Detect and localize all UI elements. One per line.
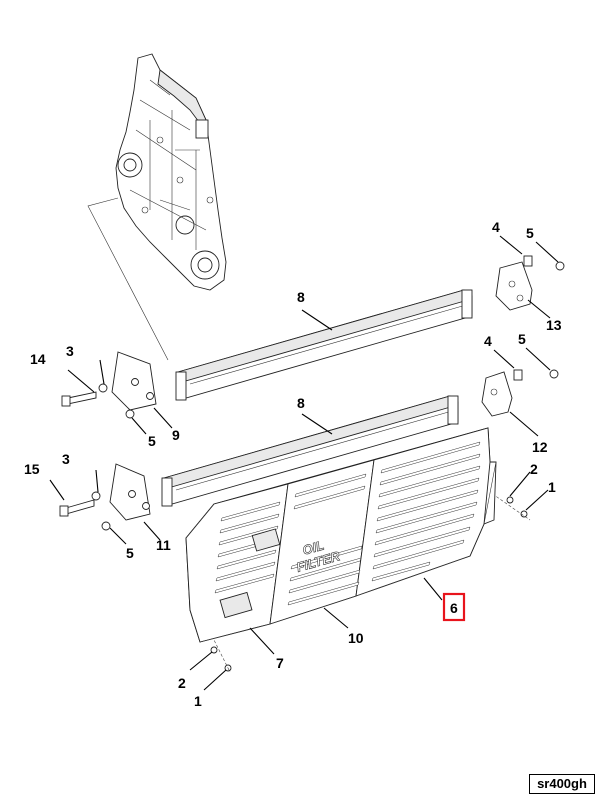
- callout-8-upper: 8: [297, 289, 305, 305]
- callout-1-lower: 1: [194, 693, 202, 709]
- fastener-centerline-right: [483, 487, 531, 521]
- callout-5-right-lower: 5: [518, 331, 526, 347]
- callout-3-lower: 3: [62, 451, 70, 467]
- callout-9: 9: [172, 427, 180, 443]
- callout-4-upper: 4: [492, 219, 500, 235]
- callout-1-right: 1: [548, 479, 556, 495]
- louvred-panel-assembly: OIL FILTER: [185, 427, 497, 643]
- callout-15: 15: [24, 461, 40, 477]
- fasteners: [59, 255, 565, 672]
- lower-mounting-rail: [161, 395, 459, 507]
- panel-right-section: [355, 427, 491, 597]
- callout-5-left-lower: 5: [126, 545, 134, 561]
- left-upper-bracket: [111, 351, 157, 411]
- louvre-slots: [214, 441, 481, 606]
- right-lower-bracket: [481, 371, 513, 417]
- right-upper-bracket: [495, 261, 533, 311]
- callout-labels: 8 8 14 3 5 9 15 3 5 11 4 5 13 4 5 12 2 1…: [24, 219, 562, 709]
- callout-2-lower: 2: [178, 675, 186, 691]
- callout-10: 10: [348, 630, 364, 646]
- left-lower-bracket: [109, 463, 151, 521]
- callout-8-lower: 8: [297, 395, 305, 411]
- callout-6-highlight-box: [442, 592, 466, 622]
- callout-13: 13: [546, 317, 562, 333]
- access-cover-lower: [219, 591, 253, 619]
- callout-2-right: 2: [530, 461, 538, 477]
- callout-7: 7: [276, 655, 284, 671]
- access-cover-upper: [251, 528, 281, 552]
- callout-12: 12: [532, 439, 548, 455]
- callout-4-lower: 4: [484, 333, 492, 349]
- callout-3-upper: 3: [66, 343, 74, 359]
- fastener-centerline-lower: [211, 635, 231, 673]
- callout-5-left-upper: 5: [148, 433, 156, 449]
- callout-5-right-upper: 5: [526, 225, 534, 241]
- upper-mounting-rail: [175, 289, 473, 401]
- callout-6: 6: [450, 600, 458, 616]
- housing-connection-line: [87, 197, 169, 361]
- callout-14: 14: [30, 351, 46, 367]
- engine-gear-housing: [115, 53, 227, 291]
- leader-lines: [49, 235, 559, 691]
- drawing-id: sr400gh: [529, 774, 595, 794]
- panel-lettering-line1: OIL: [301, 537, 326, 557]
- callout-11: 11: [156, 537, 171, 553]
